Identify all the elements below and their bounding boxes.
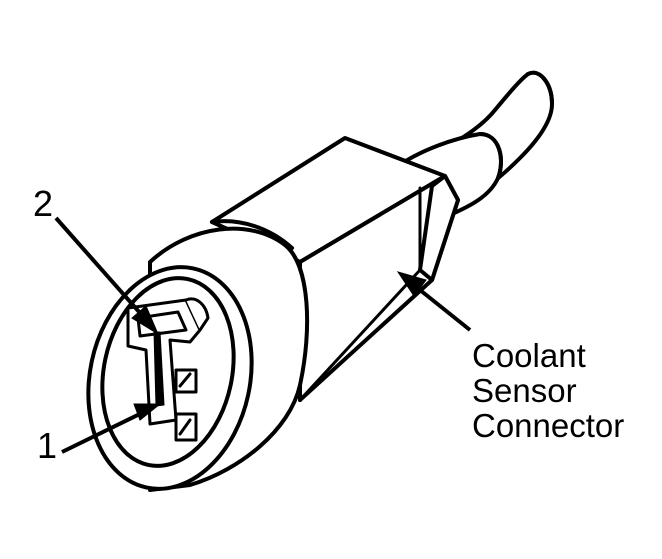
leader-line-connector xyxy=(408,280,472,332)
leader-line-1 xyxy=(61,408,149,454)
terminal-2-callout: 2 xyxy=(33,183,54,224)
caption-line-1: Coolant xyxy=(472,337,586,374)
terminal-1-callout: 1 xyxy=(37,425,58,466)
latch xyxy=(184,297,210,332)
arrowhead-2 xyxy=(131,305,160,336)
connector-caption: Coolant Sensor Connector xyxy=(472,338,624,443)
arrowhead-connector xyxy=(396,271,427,297)
caption-line-2: Sensor xyxy=(472,372,577,409)
cable-end xyxy=(526,70,554,106)
leader-line-2 xyxy=(54,216,150,324)
hex-front-face xyxy=(418,174,460,282)
terminal-pin-2 xyxy=(153,331,165,407)
arrowhead-1 xyxy=(133,403,162,421)
caption-line-3: Connector xyxy=(472,407,625,444)
